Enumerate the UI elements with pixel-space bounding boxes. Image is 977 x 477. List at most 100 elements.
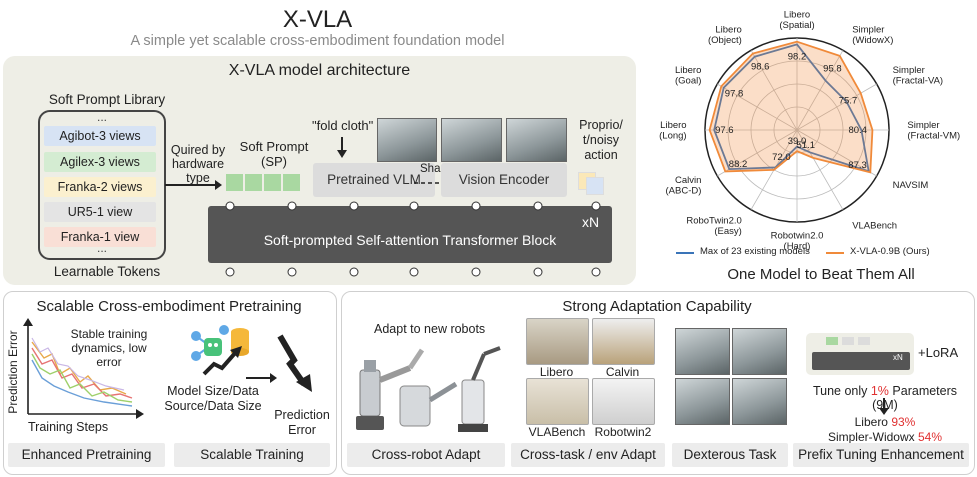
instruction-text: "fold cloth": [312, 118, 374, 133]
cross-robot-label: Cross-robot Adapt: [347, 443, 505, 467]
token-connectors: [225, 201, 601, 277]
quired-arrow: [165, 180, 222, 190]
radar-value-label: 51.1: [796, 140, 815, 151]
dexterous-photo-3: [675, 378, 730, 425]
sp-token-2: [245, 174, 262, 191]
enhanced-pretraining-label: Enhanced Pretraining: [8, 443, 165, 467]
cross-task-label: Cross-task / env Adapt: [511, 443, 665, 467]
input-connector: [287, 201, 297, 211]
svg-text:Prediction Error: Prediction Error: [8, 330, 20, 413]
simpler-percent: 54%: [917, 430, 943, 444]
radar-value-label: 97.6: [715, 125, 734, 136]
dexterous-photo-2: [732, 328, 787, 375]
prediction-error-label: Prediction Error: [274, 408, 330, 437]
radar-spoke: [796, 50, 844, 131]
radar-axis-label: Simpler(Fractal-VM): [907, 120, 960, 142]
token-franka-2: Franka-2 views: [44, 177, 156, 197]
radar-value-label: 97.8: [725, 89, 744, 100]
library-ellipsis-bottom: ...: [96, 241, 107, 255]
library-ellipsis-top: ...: [96, 110, 107, 124]
soft-prompt-label: Soft Prompt (SP): [239, 139, 309, 169]
scale-arrow: [246, 373, 277, 383]
simpler-result: Simpler-Widowx 54%: [827, 430, 943, 444]
tune-percent: 1%: [870, 384, 889, 398]
vlabench-thumb: [526, 378, 589, 425]
learnable-tokens-label: Learnable Tokens: [53, 264, 161, 279]
legend-swatch-baseline: [676, 252, 694, 254]
radar-spoke: [750, 50, 798, 131]
radar-value-label: 95.8: [823, 64, 842, 75]
radar-axis-label: Robotwin2.0(Hard): [771, 230, 824, 252]
token-franka-1: Franka-1 view: [44, 227, 156, 247]
output-connector: [591, 267, 601, 277]
radar-axis-label: Simpler(Fractal-VA): [893, 65, 944, 87]
output-connector: [533, 267, 543, 277]
tune-arrow: [879, 398, 889, 415]
radar-axis-label: Calvin(ABC-D): [666, 175, 702, 197]
proprio-token-front: [586, 177, 604, 195]
lora-label: +LoRA: [918, 345, 959, 360]
legend-swatch-ours: [826, 252, 844, 254]
env-calvin: Calvin: [605, 365, 640, 379]
input-connector: [591, 201, 601, 211]
robotwin-thumb: [592, 378, 655, 425]
radar-chart: 98.2Libero(Spatial)95.8Simpler(WidowX)75…: [659, 10, 960, 252]
radar-series-ours: [708, 40, 874, 174]
radar-tagline: One Model to Beat Them All: [727, 266, 915, 283]
env-robotwin: Robotwin2: [594, 425, 652, 439]
radar-axis-label: Libero(Long): [659, 120, 686, 142]
input-connector: [349, 201, 359, 211]
legend-baseline: Max of 23 existing models: [700, 246, 810, 257]
radar-value-label: 87.3: [848, 160, 867, 171]
quired-label: Quired by hardware type: [170, 143, 226, 185]
libero-result: Libero 93%: [854, 415, 916, 429]
radar-value-label: 98.2: [788, 51, 807, 62]
input-connector: [471, 201, 481, 211]
sp-token-1: [226, 174, 243, 191]
stable-training-annotation: Stable training dynamics, low error: [70, 327, 148, 369]
output-connector: [287, 267, 297, 277]
soft-prompt-library-title: Soft Prompt Library: [48, 92, 166, 107]
mini-token-1: [826, 337, 838, 345]
env-libero: Libero: [539, 365, 574, 379]
radar-spoke: [796, 129, 877, 177]
transformer-block-label: Soft-prompted Self-attention Transformer…: [263, 232, 557, 248]
cloth-photo-2: [441, 118, 502, 162]
radar-value-label: 80.4: [848, 125, 867, 136]
training-curve-plot: Prediction Error: [8, 318, 144, 419]
error-down-arrow: [277, 334, 312, 392]
radar-axis-label: NAVSIM: [893, 180, 929, 191]
mini-xn: xN: [893, 353, 903, 362]
output-connector: [349, 267, 359, 277]
tune-line: Tune only 1% Parameters (9M): [812, 384, 958, 412]
env-vlabench: VLABench: [528, 425, 586, 439]
scale-label: Model Size/Data Source/Data Size: [164, 384, 262, 413]
token-agibot: Agibot-3 views: [44, 126, 156, 146]
radar-value-label: 39.0: [788, 136, 807, 147]
scalable-training-label: Scalable Training: [174, 443, 330, 467]
libero-thumb: [526, 318, 589, 365]
dexterous-photo-1: [675, 328, 730, 375]
prefix-tuning-label: Prefix Tuning Enhancement: [793, 443, 969, 467]
vision-encoder-block: Vision Encoder: [441, 163, 567, 197]
mini-token-3: [858, 337, 870, 345]
output-connector: [471, 267, 481, 277]
mini-transformer-block: [812, 352, 910, 370]
robots-illustration: [356, 346, 501, 432]
pretrained-vlm-block: Pretrained VLM: [313, 163, 435, 197]
page-title: X-VLA: [282, 6, 353, 33]
radar-series-baseline: [713, 43, 870, 173]
input-connector: [533, 201, 543, 211]
radar-axis-label: Simpler(WidowX): [852, 24, 893, 45]
dexterous-photo-4: [732, 378, 787, 425]
calvin-thumb: [592, 318, 655, 365]
radar-spoke: [796, 83, 877, 131]
page-subtitle: A simple yet scalable cross-embodiment f…: [130, 33, 505, 49]
repeat-label: xN: [582, 214, 600, 230]
adapt-robots-label: Adapt to new robots: [374, 322, 486, 336]
radar-value-label: 72.0: [772, 152, 791, 163]
radar-axis-label: Libero(Object): [708, 24, 742, 45]
legend-ours: X-VLA-0.9B (Ours): [850, 246, 930, 257]
radar-axis-label: RoboTwin2.0(Easy): [686, 216, 741, 238]
scaling-icon: [191, 325, 249, 376]
